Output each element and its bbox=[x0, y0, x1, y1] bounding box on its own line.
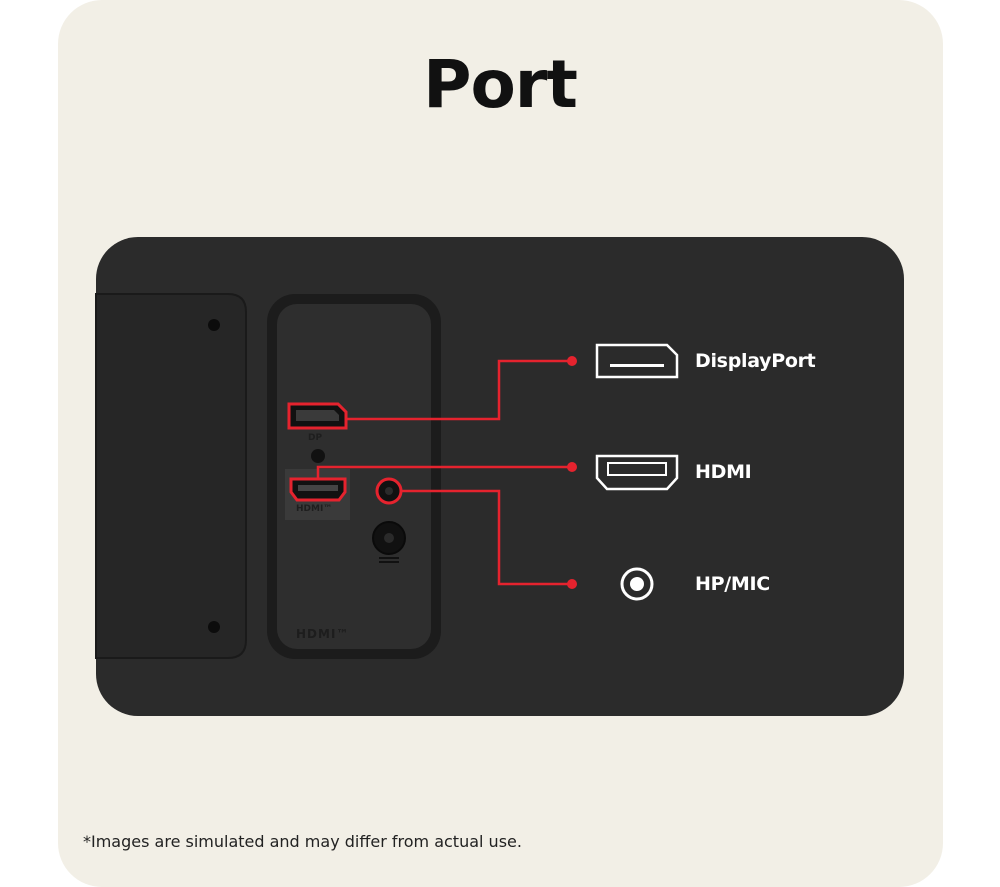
hp-mic-label: HP/MIC bbox=[695, 573, 770, 595]
device-dp-label: DP bbox=[308, 433, 323, 443]
hdmi-leader-line bbox=[316, 465, 572, 479]
hp-mic-leader-line bbox=[401, 489, 572, 586]
hdmi-icon bbox=[595, 454, 679, 491]
hdmi-label: HDMI bbox=[695, 461, 752, 483]
page-title: Port bbox=[423, 46, 578, 123]
screw-icon bbox=[311, 449, 325, 463]
displayport-leader-line bbox=[346, 359, 572, 421]
screw-icon bbox=[208, 621, 220, 633]
screw-icon bbox=[208, 319, 220, 331]
cover-plate bbox=[95, 293, 247, 659]
device-hdmi-label: HDMI™ bbox=[296, 504, 333, 514]
footnote: *Images are simulated and may differ fro… bbox=[83, 832, 522, 851]
headphone-jack-icon bbox=[620, 567, 654, 601]
hdmi-logo: HDMI™ bbox=[296, 627, 350, 641]
displayport-label: DisplayPort bbox=[695, 350, 816, 372]
displayport-icon bbox=[595, 343, 679, 379]
